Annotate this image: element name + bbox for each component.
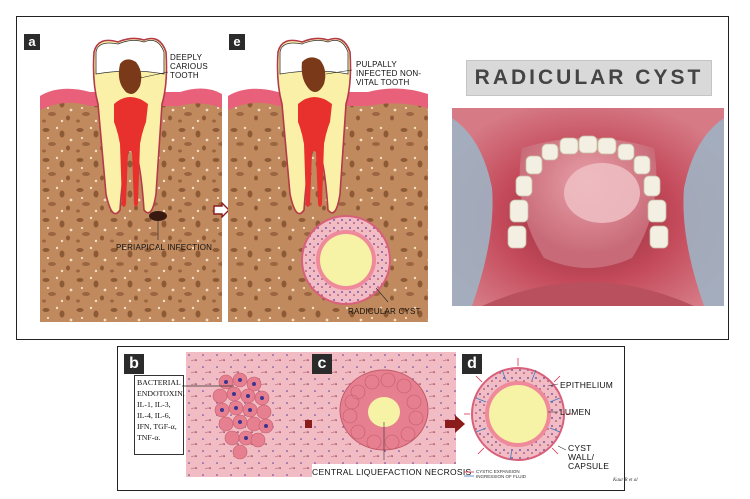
panel-a-letter: a: [24, 34, 40, 50]
legend-ingression-of-fluid: INGRESSION OF FLUID: [476, 474, 527, 479]
pulp: [114, 97, 148, 207]
label-deeply-carious-tooth: DEEPLY CARIOUS TOOTH: [170, 53, 208, 80]
mediator-list: BACTERIAL ENDOTOXIN, IL-1, IL-3, IL-4, I…: [134, 375, 185, 455]
panel-e-letter: e: [229, 34, 245, 50]
liquefaction-center: [368, 397, 400, 427]
label-lumen: LUMEN: [560, 407, 591, 417]
panel-b: [186, 352, 312, 477]
cheek-retractor-left: [452, 118, 493, 306]
panel-a: [40, 34, 222, 322]
cheek-retractor-right: [683, 118, 724, 306]
panel-b-letter: b: [124, 354, 144, 374]
pulp: [298, 97, 332, 207]
panel-e-illustration: [228, 37, 428, 322]
photo-title: RADICULAR CYST: [466, 60, 712, 96]
panel-d-illustration: [464, 358, 572, 477]
author-credit: Kaur R et al: [613, 478, 638, 483]
panel-e: [228, 34, 428, 322]
intraoral-photo-image: [452, 108, 724, 306]
label-radicular-cyst: RADICULAR CYST: [348, 307, 421, 316]
panel-a-illustration: [40, 37, 222, 322]
cyst-lumen: [489, 385, 547, 443]
panel-c-letter: c: [312, 354, 332, 374]
legend-cystic-expansion: CYSTIC EXPANSION: [476, 469, 520, 474]
panel-c-illustration: [312, 352, 456, 464]
label-epithelium: EPITHELIUM: [560, 380, 614, 390]
cyst-lumen: [320, 234, 372, 286]
panel-d-letter: d: [462, 354, 482, 374]
caries-lesion: [301, 57, 326, 92]
label-pulpally-infected-tooth: PULPALLY INFECTED NON-VITAL TOOTH: [356, 60, 422, 87]
palatal-swelling: [564, 163, 640, 223]
arrow-c-to-d: [445, 415, 465, 433]
intraoral-photo: [452, 108, 724, 306]
arrow-a-to-e: [213, 202, 230, 218]
periapical-lesion: [149, 211, 167, 221]
label-cyst-wall-capsule: CYST WALL/ CAPSULE: [568, 443, 610, 471]
label-central-liquefaction-necrosis: CENTRAL LIQUEFACTION NECROSIS: [312, 467, 472, 477]
label-periapical-infection: PERIAPICAL INFECTION: [116, 243, 213, 252]
panel-b-illustration: [186, 352, 312, 477]
caries-lesion: [118, 59, 142, 94]
panel-d: [462, 352, 622, 478]
tongue: [482, 282, 694, 306]
mediator-pointer-line: [182, 385, 234, 387]
maxillary-teeth: [507, 135, 669, 249]
panel-c: [312, 352, 456, 464]
